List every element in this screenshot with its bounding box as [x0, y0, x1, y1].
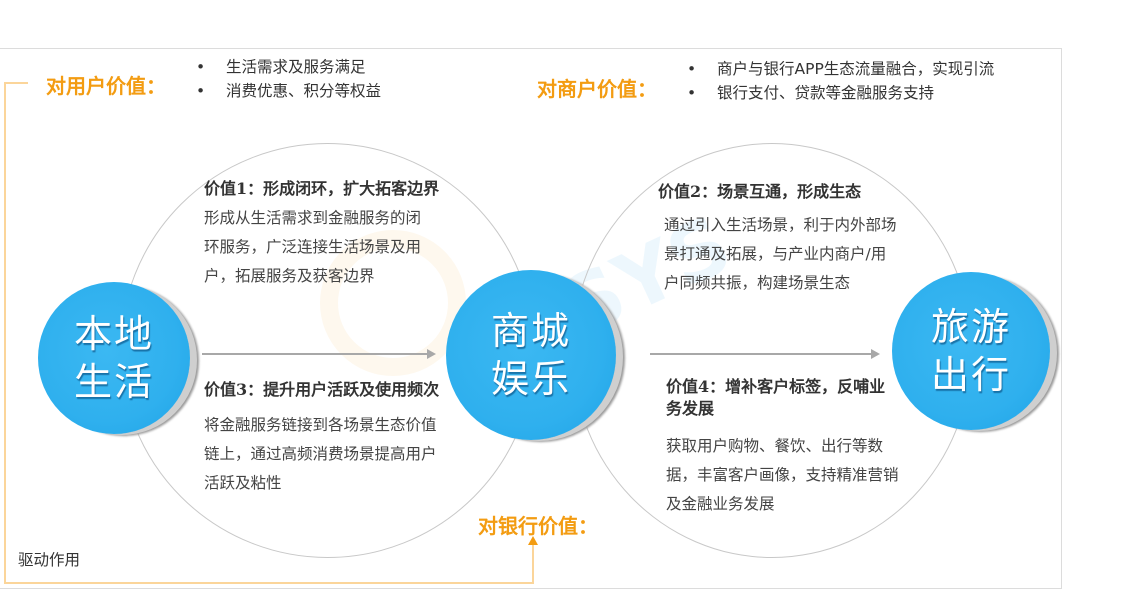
arrow-up-icon	[528, 536, 538, 545]
drive-connector-right	[532, 544, 534, 584]
node-local-life: 本地 生活	[38, 282, 190, 434]
drive-connector-left	[4, 82, 6, 582]
bank-value-title: 对银行价值：	[478, 514, 598, 538]
node-mall-entertainment: 商城 娱乐	[446, 270, 616, 440]
merchant-value-bullet: 银行支付、贷款等金融服务支持	[687, 81, 994, 105]
drive-connector-top	[4, 82, 28, 84]
drive-label: 驱动作用	[18, 551, 81, 569]
value-block-3: 价值3：提升用户活跃及使用频次 将金融服务链接到各场景生态价值链上，通过高频消费…	[204, 379, 452, 498]
user-value-title: 对用户价值：	[46, 74, 166, 98]
drive-connector-bottom	[4, 582, 534, 584]
value-body: 将金融服务链接到各场景生态价值链上，通过高频消费场景提高用户活跃及粘性	[204, 416, 437, 492]
value-body: 通过引入生活场景，利于内外部场景打通及拓展，与产业内商户/用户同频共振，构建场景…	[664, 216, 897, 292]
value-body: 形成从生活需求到金融服务的闭环服务，广泛连接生活场景及用户，拓展服务及获客边界	[204, 209, 422, 285]
user-value-bullet: 生活需求及服务满足	[196, 55, 381, 79]
value-heading: 价值4：增补客户标签，反哺业务发展	[666, 377, 886, 418]
value-heading: 价值1：形成闭环，扩大拓客边界	[204, 179, 440, 198]
arrow-right-icon	[650, 349, 880, 359]
merchant-value-bullet: 商户与银行APP生态流量融合，实现引流	[687, 57, 994, 81]
diagram-frame	[0, 48, 1062, 589]
value-block-1: 价值1：形成闭环，扩大拓客边界 形成从生活需求到金融服务的闭环服务，广泛连接生活…	[204, 178, 452, 291]
arrow-right-icon	[202, 349, 436, 359]
value-heading: 价值2：场景互通，形成生态	[658, 182, 862, 201]
merchant-value-bullets: 商户与银行APP生态流量融合，实现引流 银行支付、贷款等金融服务支持	[687, 57, 994, 105]
value-block-4: 价值4：增补客户标签，反哺业务发展 获取用户购物、餐饮、出行等数据，丰富客户画像…	[666, 376, 914, 519]
value-heading: 价值3：提升用户活跃及使用频次	[204, 380, 440, 399]
value-body: 获取用户购物、餐饮、出行等数据，丰富客户画像，支持精准营销及金融业务发展	[666, 437, 899, 513]
merchant-value-title: 对商户价值：	[537, 77, 657, 101]
user-value-bullet: 消费优惠、积分等权益	[196, 79, 381, 103]
user-value-bullets: 生活需求及服务满足 消费优惠、积分等权益	[196, 55, 381, 103]
node-travel: 旅游 出行	[892, 272, 1050, 430]
value-block-2: 价值2：场景互通，形成生态 通过引入生活场景，利于内外部场景打通及拓展，与产业内…	[658, 181, 906, 298]
